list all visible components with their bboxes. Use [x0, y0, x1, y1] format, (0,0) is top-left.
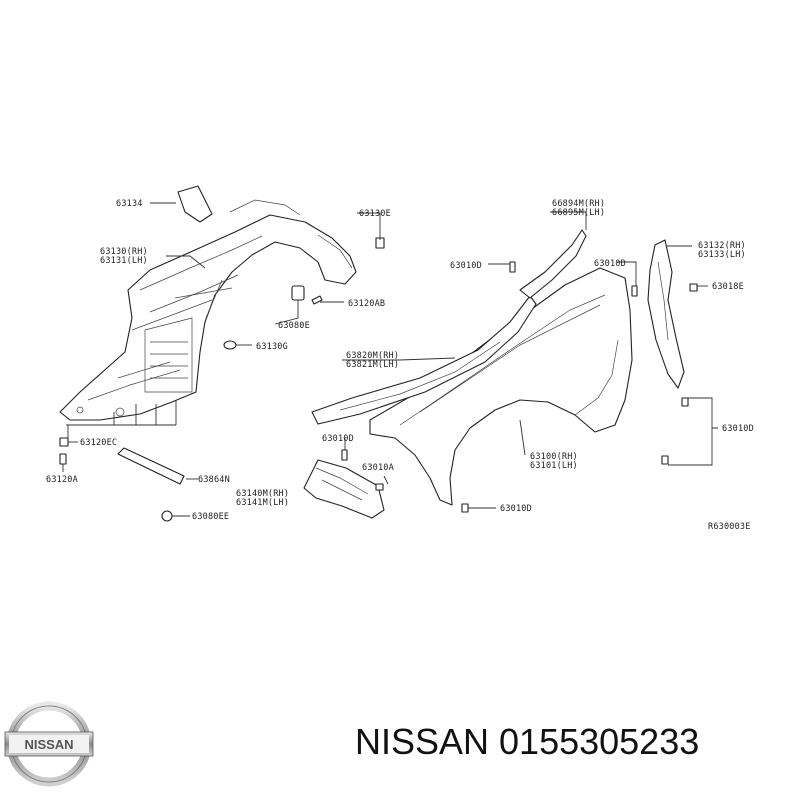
- bolt-63010d-right-2: [661, 455, 669, 465]
- clip-63080e: [291, 285, 305, 301]
- label-66894m: 66894M(RH): [552, 199, 605, 209]
- bracket-63140m: [303, 459, 385, 519]
- bolt-63010d-bottom: [461, 503, 469, 513]
- label-63120ab: 63120AB: [348, 299, 385, 309]
- bracket-63134: [177, 185, 213, 223]
- label-63140m: 63140M(RH): [236, 489, 289, 499]
- bolt-63010d-right-1: [681, 397, 689, 407]
- screw-63120a: [59, 453, 67, 465]
- bolt-63010d-left: [341, 449, 348, 461]
- label-63018e: 63018E: [712, 282, 744, 292]
- bolt-63010a: [375, 483, 384, 491]
- label-63080ee: 63080EE: [192, 512, 229, 522]
- label-63134: 63134: [116, 199, 143, 209]
- part-number-caption: NISSAN 0155305233: [355, 721, 700, 762]
- label-63133: 63133(LH): [698, 250, 746, 260]
- bracket-66894m: [519, 229, 587, 299]
- label-63120ec: 63120EC: [80, 438, 117, 448]
- fender-liner-part: [59, 199, 357, 421]
- bracket-63132: [647, 239, 685, 389]
- label-66895m: 66895M(LH): [552, 208, 605, 218]
- rail-63820m: [311, 295, 537, 425]
- nissan-logo: NISSAN: [4, 701, 94, 787]
- label-63132: 63132(RH): [698, 241, 746, 251]
- label-63130g: 63130G: [256, 342, 288, 352]
- label-63010d-top: 63010D: [450, 261, 482, 271]
- label-63821m: 63821M(LH): [346, 360, 399, 370]
- seal-63864n: [117, 447, 185, 485]
- label-63130e: 63130E: [359, 209, 391, 219]
- label-63010a: 63010A: [362, 463, 394, 473]
- label-63864n: 63864N: [198, 475, 230, 485]
- fender-panel-part: [369, 267, 633, 506]
- label-63010d-right: 63010D: [722, 424, 754, 434]
- clip-63018e: [689, 283, 698, 292]
- label-63080e: 63080E: [278, 321, 310, 331]
- label-63820m: 63820M(RH): [346, 351, 399, 361]
- label-63010d-bottom: 63010D: [500, 504, 532, 514]
- clip-63080ee: [161, 510, 173, 522]
- label-63131-lh: 63131(LH): [100, 256, 148, 266]
- bolt-63010d-upper-right: [631, 285, 638, 297]
- label-63130-rh: 63130(RH): [100, 247, 148, 257]
- clip-63130g: [223, 340, 237, 350]
- svg-text:NISSAN: NISSAN: [24, 737, 73, 752]
- label-63120a: 63120A: [46, 475, 78, 485]
- label-63010d-upper-right: 63010D: [594, 259, 626, 269]
- label-63141m: 63141M(LH): [236, 498, 289, 508]
- clip-63120ec: [59, 437, 69, 447]
- screw-63120ab: [311, 295, 323, 305]
- label-63101: 63101(LH): [530, 461, 578, 471]
- bolt-63010d-top: [509, 261, 516, 273]
- label-63100: 63100(RH): [530, 452, 578, 462]
- label-63010d-left: 63010D: [322, 434, 354, 444]
- ref-code: R630003E: [708, 522, 751, 532]
